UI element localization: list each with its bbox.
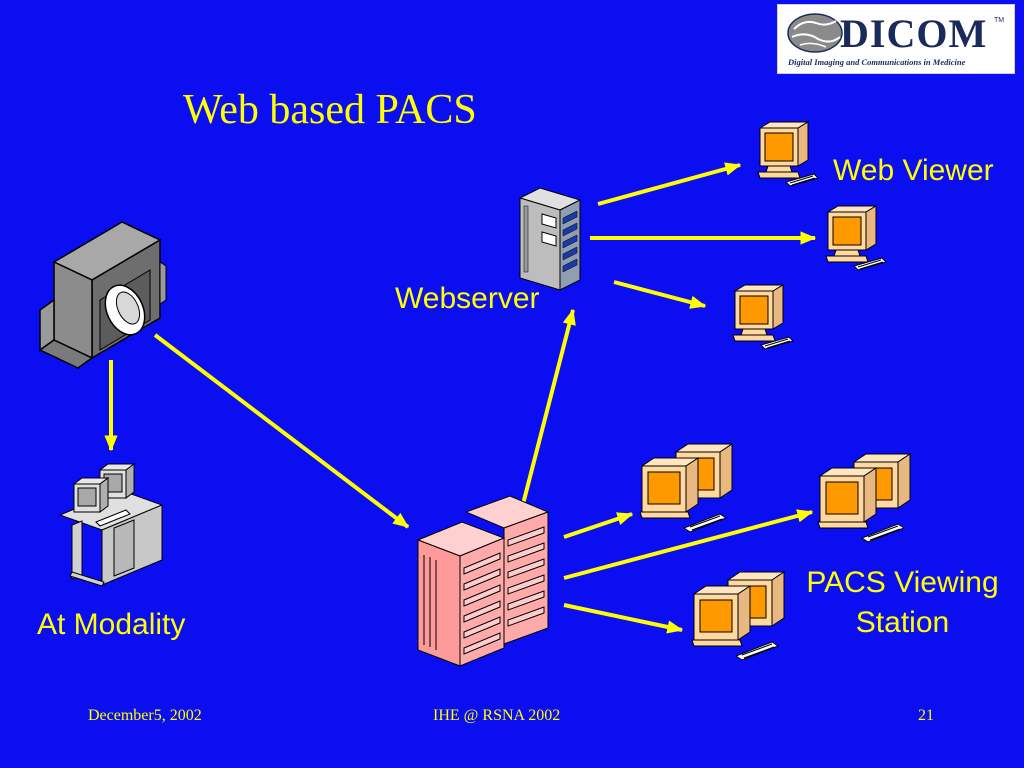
label-webserver: Webserver — [395, 282, 540, 315]
globe-icon — [787, 13, 843, 53]
slide-title: Web based PACS — [183, 87, 477, 133]
arrow-pacs-to-webserver — [520, 308, 576, 509]
label-pacs-viewing-station: PACS Viewing Station — [806, 566, 999, 639]
footer-page-number: 21 — [918, 707, 934, 724]
web-viewer-computer-icon-2 — [825, 205, 887, 271]
label-at-modality: At Modality — [37, 608, 186, 641]
pacs-station-icon-1 — [639, 443, 733, 533]
label-web-viewer: Web Viewer — [833, 154, 994, 187]
web-viewer-computer-icon-1 — [757, 121, 819, 187]
arrow-webserver-to-viewer-3 — [613, 280, 707, 309]
logo-wordmark: DICOM — [840, 11, 988, 56]
arrow-pacs-to-station-2 — [563, 509, 814, 580]
web-server-tower-icon — [518, 187, 582, 291]
logo-trademark: TM — [994, 17, 1005, 24]
modality-workstation-icon — [58, 463, 164, 587]
pacs-station-icon-2 — [817, 453, 911, 543]
pacs-station-icon-3 — [691, 571, 785, 661]
arrow-pacs-to-station-1 — [563, 512, 634, 539]
footer-event: IHE @ RSNA 2002 — [433, 707, 561, 724]
arrow-scanner-to-pacs — [153, 333, 410, 529]
web-viewer-computer-icon-3 — [732, 284, 794, 350]
pacs-server-icon — [416, 495, 550, 667]
dicom-logo: DICOM TM Digital Imaging and Communicati… — [777, 4, 1015, 74]
footer-date: December5, 2002 — [88, 707, 202, 724]
logo-subtitle: Digital Imaging and Communications in Me… — [788, 57, 966, 67]
arrow-webserver-to-viewer-1 — [597, 162, 742, 206]
arrow-pacs-to-station-3 — [563, 603, 684, 634]
ct-scanner-icon — [38, 221, 167, 369]
connection-arrows — [104, 162, 817, 634]
